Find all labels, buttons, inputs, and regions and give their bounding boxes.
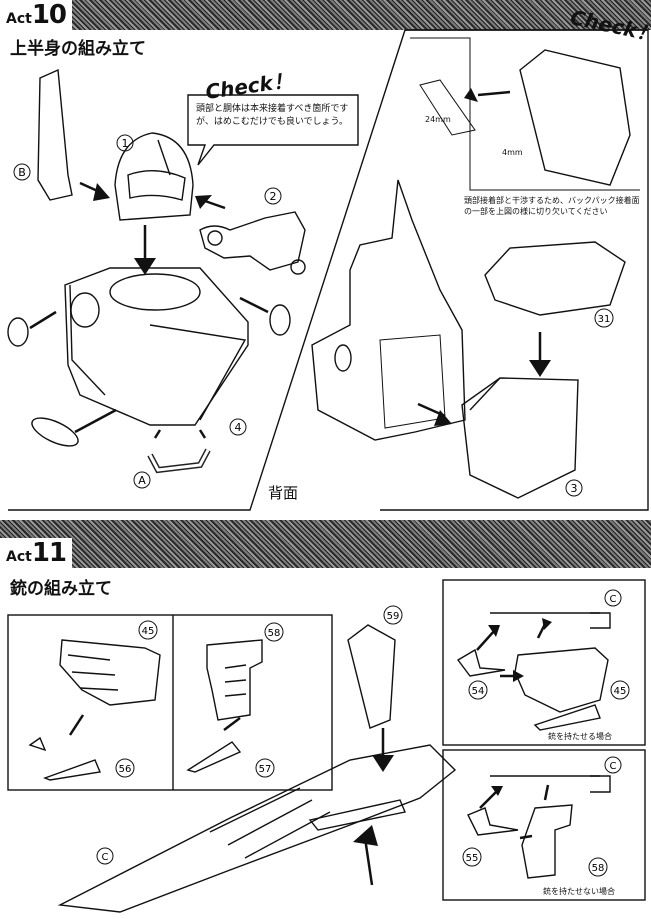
rifle-body — [57, 744, 457, 913]
torso-lens-right — [269, 304, 291, 336]
backpack-cut-note: 頭部接着部と干渉するため、バックパック接着面の一部を上図の様に切り欠いてください — [464, 196, 640, 216]
act10-title: 上半身の組み立て — [10, 39, 146, 59]
part-letter-c-2: C — [610, 761, 617, 772]
part-num-3: 3 — [571, 482, 578, 495]
part-b-blade — [37, 68, 73, 201]
act11-title: 銃の組み立て — [10, 579, 112, 599]
act10-header-band — [0, 0, 651, 30]
torso-bottom-plate — [31, 417, 79, 447]
part-num-58-b: 58 — [592, 863, 605, 874]
hand-part-45 — [59, 639, 161, 706]
dim-24mm: 24mm — [425, 115, 451, 124]
part-num-57: 57 — [259, 764, 272, 775]
check-note-head-body: 頭部と胴体は本来接着すべき箇所ですが、はめこむだけでも良いでしょう。 — [196, 104, 349, 127]
part-num-2: 2 — [270, 190, 277, 203]
head-assembly — [311, 179, 466, 441]
part-num-55: 55 — [466, 853, 479, 864]
part-letter-a: A — [138, 474, 146, 487]
part-num-56: 56 — [119, 764, 132, 775]
part-num-45-a: 45 — [142, 626, 155, 637]
backpack-part-31 — [484, 241, 626, 316]
magazine-part-59 — [347, 624, 396, 729]
cutout-block — [519, 49, 631, 186]
helmet-part-1 — [114, 132, 194, 221]
grip-part-58 — [206, 639, 263, 721]
part-num-45-b: 45 — [614, 686, 627, 697]
act11-label: Act11 — [0, 538, 73, 568]
part-letter-b: B — [18, 166, 26, 179]
part-num-1: 1 — [122, 137, 129, 150]
back-label: 背面 — [268, 484, 299, 502]
part-2-piece — [199, 211, 306, 271]
caption-no-hold-gun: 銃を持たせない場合 — [543, 887, 615, 896]
dim-4mm: 4mm — [502, 148, 523, 157]
check-speech-bubble — [187, 94, 359, 166]
part-num-59: 59 — [387, 611, 400, 622]
part-num-54: 54 — [472, 686, 485, 697]
part-letter-c-1: C — [610, 594, 617, 605]
act10-diagram: 1 2 4 B A 31 3 — [7, 29, 649, 511]
caption-hold-gun: 銃を持たせる場合 — [548, 732, 612, 741]
part-num-31: 31 — [598, 314, 611, 325]
torso-lens-left — [7, 317, 29, 347]
torso — [64, 267, 249, 426]
part-num-4: 4 — [235, 421, 242, 434]
part-letter-c-rifle: C — [102, 852, 109, 863]
act11-header-band — [0, 520, 651, 568]
part-num-58-a: 58 — [268, 628, 281, 639]
act10-label: Act10 — [0, 0, 73, 30]
act10-right-panel — [380, 29, 649, 511]
